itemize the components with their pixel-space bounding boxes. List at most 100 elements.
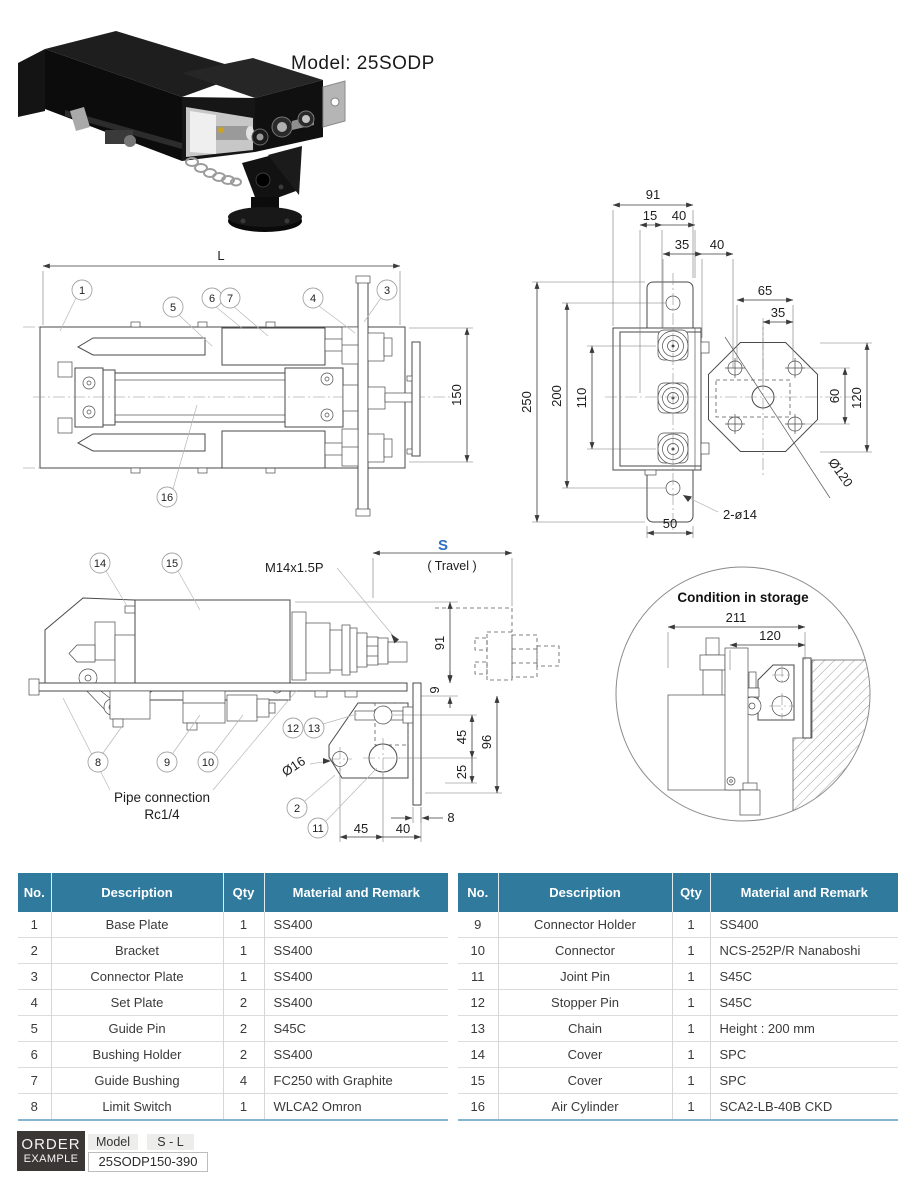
part-qty: 1 bbox=[672, 937, 711, 964]
product-photo bbox=[18, 31, 346, 232]
dim-45r-label: 45 bbox=[454, 730, 469, 744]
pipe-note-line2: Rc1/4 bbox=[144, 807, 180, 822]
part-material: S45C bbox=[264, 1015, 448, 1042]
device-render bbox=[18, 31, 346, 232]
part-description: Connector Holder bbox=[498, 912, 673, 938]
part-no: 5 bbox=[18, 1015, 52, 1042]
part-qty: 1 bbox=[223, 1093, 265, 1120]
part-description: Bracket bbox=[51, 937, 224, 964]
part-description: Joint Pin bbox=[498, 963, 673, 990]
storage-geometry bbox=[667, 637, 870, 817]
col-header-qty: Qty bbox=[223, 873, 265, 912]
col-header-description: Description bbox=[498, 873, 673, 912]
callout-2: 2 bbox=[294, 803, 300, 815]
dim-200-label: 200 bbox=[549, 385, 564, 407]
part-material: NCS-252P/R Nanaboshi bbox=[710, 937, 898, 964]
callout-14: 14 bbox=[94, 558, 106, 570]
part-material: Height : 200 mm bbox=[710, 1015, 898, 1042]
part-qty: 1 bbox=[672, 1041, 711, 1068]
dim-8-label: 8 bbox=[447, 810, 454, 825]
dia-16-label: Ø16 bbox=[279, 753, 308, 779]
part-material: SS400 bbox=[264, 963, 448, 990]
dim-91s-label: 91 bbox=[432, 636, 447, 650]
end-view-drawing: 91 15 40 35 40 65 35 250 200 110 60 120 … bbox=[520, 187, 872, 538]
part-no: 3 bbox=[18, 963, 52, 990]
callout-13: 13 bbox=[308, 723, 320, 735]
callout-9: 9 bbox=[164, 757, 170, 769]
dim-40b-label: 40 bbox=[396, 821, 410, 836]
dim-15-label: 15 bbox=[643, 208, 657, 223]
dim-250-label: 250 bbox=[520, 391, 534, 413]
side-view-callouts: 14 15 8 9 10 12 13 2 11 bbox=[87, 552, 378, 839]
callout-6: 6 bbox=[209, 293, 215, 305]
callout-7: 7 bbox=[227, 293, 233, 305]
part-no: 13 bbox=[458, 1015, 499, 1042]
part-description: Guide Pin bbox=[51, 1015, 224, 1042]
part-no: 10 bbox=[458, 937, 499, 964]
dim-40b-label: 40 bbox=[710, 237, 724, 252]
callout-15: 15 bbox=[166, 558, 178, 570]
model-title: Model: 25SODP bbox=[291, 53, 435, 74]
part-material: FC250 with Graphite bbox=[264, 1067, 448, 1094]
dim-91-label: 91 bbox=[646, 187, 660, 202]
col-header-material: Material and Remark bbox=[710, 873, 898, 912]
parts-table-left: No. Description Qty Material and Remark … bbox=[18, 873, 448, 1121]
dim-35a-label: 35 bbox=[675, 237, 689, 252]
part-material: S45C bbox=[710, 963, 898, 990]
part-qty: 1 bbox=[223, 912, 265, 938]
pipe-note-line1: Pipe connection bbox=[114, 790, 210, 805]
part-material: SCA2-LB-40B CKD bbox=[710, 1093, 898, 1120]
part-material: SS400 bbox=[264, 1041, 448, 1068]
callout-8: 8 bbox=[95, 757, 101, 769]
dim-110-label: 110 bbox=[574, 388, 589, 409]
holes-2d14-label: 2-ø14 bbox=[723, 507, 757, 522]
part-qty: 1 bbox=[672, 963, 711, 990]
col-header-no: No. bbox=[458, 873, 499, 912]
travel-label: ( Travel ) bbox=[427, 559, 476, 573]
part-no: 9 bbox=[458, 912, 499, 938]
callout-10: 10 bbox=[202, 757, 214, 769]
part-material: SS400 bbox=[264, 937, 448, 964]
body-tabs bbox=[130, 321, 276, 474]
part-material: SS400 bbox=[273, 917, 313, 932]
top-view-geometry bbox=[23, 263, 473, 517]
col-header-description: Description bbox=[51, 873, 224, 912]
chain bbox=[185, 157, 242, 187]
callout-5: 5 bbox=[170, 302, 176, 314]
part-description: Guide Bushing bbox=[51, 1067, 224, 1094]
dim-120-label: 120 bbox=[849, 387, 864, 409]
part-description: Limit Switch bbox=[51, 1093, 224, 1120]
part-no: 14 bbox=[458, 1041, 499, 1068]
part-qty: 1 bbox=[223, 963, 265, 990]
part-material: SS400 bbox=[264, 989, 448, 1016]
callout-12: 12 bbox=[287, 723, 299, 735]
storage-view-drawing: Condition in storage 211 120 bbox=[615, 566, 871, 822]
machine-silhouette bbox=[667, 637, 761, 816]
plate-bolts bbox=[341, 326, 393, 467]
order-tag-line2: EXAMPLE bbox=[23, 1153, 79, 1166]
dim-40a-label: 40 bbox=[672, 208, 686, 223]
order-tag-line1: ORDER bbox=[21, 1135, 81, 1153]
extended-connector-dashed bbox=[474, 631, 560, 681]
part-material: SPC bbox=[710, 1041, 898, 1068]
part-qty: 4 bbox=[223, 1067, 265, 1094]
dim-211-label: 211 bbox=[726, 610, 747, 625]
part-qty: 2 bbox=[223, 1041, 265, 1068]
top-view-callouts: 1 5 6 7 4 3 16 bbox=[59, 279, 398, 508]
dim-65-label: 65 bbox=[758, 283, 772, 298]
table-header-row: No. Description Qty Material and Remark bbox=[18, 873, 448, 912]
part-description: Base Plate bbox=[51, 912, 224, 938]
inner-mechanism bbox=[68, 621, 136, 684]
dim-96-label: 96 bbox=[479, 735, 494, 749]
part-no: 8 bbox=[18, 1093, 52, 1120]
part-qty: 1 bbox=[672, 1015, 711, 1042]
